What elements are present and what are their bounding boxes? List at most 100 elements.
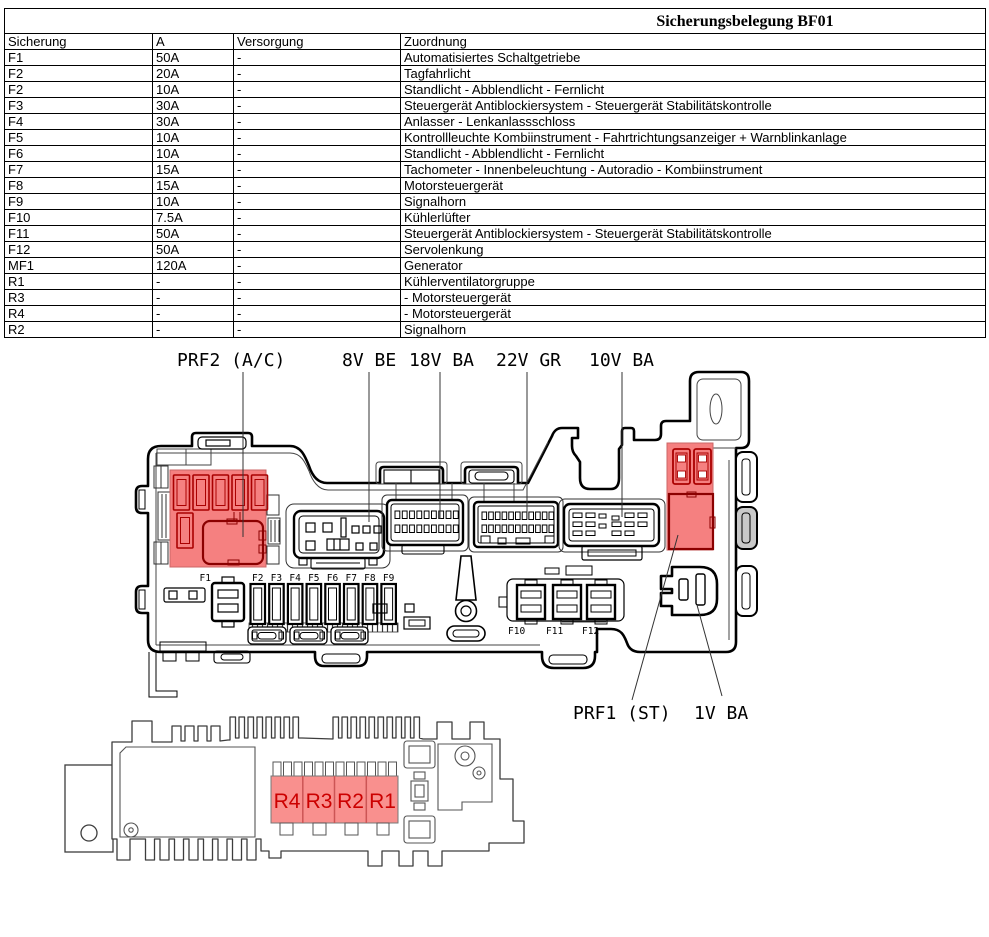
connector-8v-tray — [298, 557, 378, 570]
label-f10: F10 — [508, 626, 525, 637]
cell-zuordnung: Steuergerät Antiblockiersystem - Steuerg… — [400, 97, 986, 114]
plate-module — [119, 746, 256, 838]
table-row: F1 50A - Automatisiertes Schaltgetriebe — [4, 49, 986, 66]
cell-versorgung: - — [233, 113, 401, 130]
cell-versorgung: - — [233, 145, 401, 162]
relay-names: R4 R3 R2 R1 — [274, 790, 396, 813]
table-title-row: Sicherungsbelegung BF01 — [4, 8, 986, 34]
cell-zuordnung: Signalhorn — [400, 193, 986, 210]
cell-amps: - — [152, 273, 234, 290]
cell-amps: 15A — [152, 177, 234, 194]
cell-amps: 30A — [152, 113, 234, 130]
label-r3: R3 — [306, 790, 333, 813]
cell-versorgung: - — [233, 65, 401, 82]
cell-amps: 30A — [152, 97, 234, 114]
prf2-highlight-area — [169, 469, 269, 568]
prf1-highlight-area — [666, 442, 716, 551]
table-row: MF1 120A - Generator — [4, 257, 986, 274]
cell-zuordnung: Generator — [400, 257, 986, 274]
slot-connectors — [247, 626, 369, 645]
cell-versorgung: - — [233, 97, 401, 114]
cell-versorgung: - — [233, 193, 401, 210]
cell-fuse: R3 — [4, 289, 153, 306]
cell-amps: 20A — [152, 65, 234, 82]
cell-zuordnung: Signalhorn — [400, 321, 986, 338]
table-row: F8 15A - Motorsteuergerät — [4, 177, 986, 194]
relay-plate-diagram: R4 R3 R2 R1 — [64, 716, 525, 867]
cell-versorgung: - — [233, 321, 401, 338]
connector-22v-bottom — [480, 535, 555, 545]
cell-zuordnung: Tachometer - Innenbeleuchtung - Autoradi… — [400, 161, 986, 178]
cell-fuse: F10 — [4, 209, 153, 226]
cell-fuse: F6 — [4, 145, 153, 162]
cell-amps: 120A — [152, 257, 234, 274]
cell-versorgung: - — [233, 273, 401, 290]
connector-22v-gr — [468, 483, 564, 553]
cell-versorgung: - — [233, 241, 401, 258]
relays-f10-f12 — [498, 565, 625, 625]
cell-amps: 7.5A — [152, 209, 234, 226]
cell-amps: 10A — [152, 129, 234, 146]
cell-zuordnung: Anlasser - Lenkanlassschloss — [400, 113, 986, 130]
col-header: Versorgung — [233, 33, 401, 50]
plate-bolt-center — [128, 827, 134, 833]
diagram-labels: PRF2 (A/C) 8V BE 18V BA 22V GR 10V BA PR… — [177, 350, 748, 724]
connector-8v-pins — [305, 517, 382, 551]
cell-fuse: F5 — [4, 129, 153, 146]
left-bump-inner — [138, 489, 146, 610]
main-fusebox-diagram: PRF2 (A/C) 8V BE 18V BA 22V GR 10V BA PR… — [134, 350, 758, 724]
table-row: R4 - - - Motorsteuergerät — [4, 305, 986, 322]
connector-10v-pins — [572, 512, 648, 536]
cell-amps: 10A — [152, 145, 234, 162]
label-f2: F2 — [252, 573, 263, 584]
cell-fuse: F11 — [4, 225, 153, 242]
fuse-f1 — [210, 576, 246, 628]
table-row: F12 50A - Servolenkung — [4, 241, 986, 258]
cell-amps: 10A — [152, 193, 234, 210]
cell-versorgung: - — [233, 161, 401, 178]
leader-lines — [242, 372, 723, 701]
label-f12: F12 — [582, 626, 599, 637]
cell-versorgung: - — [233, 257, 401, 274]
label-r4: R4 — [274, 790, 301, 813]
cell-fuse: R1 — [4, 273, 153, 290]
label-f1: F1 — [200, 573, 212, 584]
table-row: F2 20A - Tagfahrlicht — [4, 65, 986, 82]
col-header: Zuordnung — [400, 33, 986, 50]
cell-versorgung: - — [233, 305, 401, 322]
plate-left-bracket — [64, 764, 114, 853]
cell-zuordnung: Kontrollleuchte Kombiinstrument - Fahrtr… — [400, 129, 986, 146]
col-header: Sicherung — [4, 33, 153, 50]
col-header: A — [152, 33, 234, 50]
relay-tabs — [279, 822, 390, 836]
cell-amps: 15A — [152, 161, 234, 178]
cell-versorgung: - — [233, 49, 401, 66]
label-18v-ba: 18V BA — [409, 350, 474, 371]
cell-fuse: F3 — [4, 97, 153, 114]
release-lever — [446, 555, 486, 642]
table-row: R3 - - - Motorsteuergerät — [4, 289, 986, 306]
table-row: R1 - - Kühlerventilatorgruppe — [4, 273, 986, 290]
connector-10v-ba — [558, 498, 666, 561]
cell-versorgung: - — [233, 209, 401, 226]
table-row: F11 50A - Steuergerät Antiblockiersystem… — [4, 225, 986, 242]
label-f8: F8 — [364, 573, 376, 584]
label-10v-ba: 10V BA — [589, 350, 654, 371]
label-prf2: PRF2 (A/C) — [177, 350, 285, 371]
cell-zuordnung: Standlicht - Abblendlicht - Fernlicht — [400, 145, 986, 162]
table-row: F2 10A - Standlicht - Abblendlicht - Fer… — [4, 81, 986, 98]
cell-zuordnung: Steuergerät Antiblockiersystem - Steuerg… — [400, 225, 986, 242]
table-row: F9 10A - Signalhorn — [4, 193, 986, 210]
cell-zuordnung: Automatisiertes Schaltgetriebe — [400, 49, 986, 66]
label-f3: F3 — [271, 573, 282, 584]
cell-amps: 50A — [152, 225, 234, 242]
label-f7: F7 — [345, 573, 356, 584]
cell-fuse: F2 — [4, 65, 153, 82]
prf2-fuse-slot-inner — [176, 479, 265, 544]
table-body: F1 50A - Automatisiertes Schaltgetriebe … — [4, 49, 986, 338]
cell-fuse: F8 — [4, 177, 153, 194]
label-1v-ba: 1V BA — [694, 703, 748, 724]
cell-amps: - — [152, 321, 234, 338]
cell-zuordnung: Standlicht - Abblendlicht - Fernlicht — [400, 81, 986, 98]
